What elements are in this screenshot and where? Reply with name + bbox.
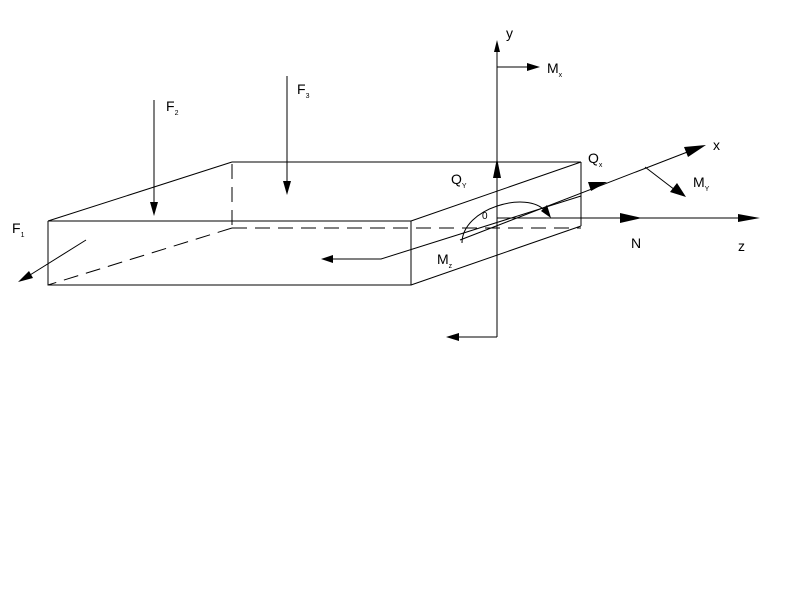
axis-x: x — [459, 137, 720, 241]
axis-y: y — [494, 25, 513, 337]
z-axis-arrowhead — [738, 214, 760, 222]
f1-label: F1 — [12, 220, 25, 239]
beam-front-face — [47, 220, 412, 286]
my-label: MY — [693, 174, 710, 193]
moment-my: MY — [644, 166, 710, 197]
bottom-reaction-arrowhead — [446, 333, 459, 341]
qy-label: QY — [451, 171, 467, 190]
load-f1: F1 — [12, 220, 87, 282]
force-qx: Qx — [588, 150, 607, 191]
x-axis-line — [459, 150, 691, 241]
moment-mx: Mx — [497, 60, 563, 79]
my-arrowhead — [670, 183, 686, 197]
inner-reaction-line — [333, 195, 582, 260]
beam-bottom-right-edge — [410, 225, 582, 286]
mx-arrowhead — [527, 63, 540, 71]
qx-label: Qx — [588, 150, 603, 169]
y-axis-label: y — [506, 25, 513, 41]
moment-mz: Mz — [437, 201, 551, 270]
n-label: N — [631, 235, 641, 251]
force-n: N — [620, 213, 642, 251]
f2-arrowhead — [150, 202, 158, 216]
f3-label: F3 — [297, 81, 310, 100]
x-axis-arrowhead — [684, 145, 706, 157]
beam-hidden-bottom-left-edge — [47, 227, 233, 286]
mz-arc — [461, 201, 546, 244]
reaction-arrow-bottom — [446, 333, 497, 341]
qx-arrowhead — [588, 182, 607, 191]
f3-arrowhead — [283, 181, 291, 195]
load-f3: F3 — [283, 76, 310, 195]
inner-reaction-arrowhead — [321, 255, 333, 263]
n-arrowhead — [620, 213, 642, 223]
reaction-arrow-inside-beam — [321, 195, 582, 263]
force-qy: QY — [451, 158, 501, 190]
beam-body — [47, 161, 582, 286]
x-axis-label: x — [713, 137, 720, 153]
f2-label: F2 — [166, 98, 179, 117]
load-f2: F2 — [150, 98, 179, 216]
origin-label: 0 — [482, 211, 488, 222]
f1-arrow-shaft — [29, 239, 87, 276]
mz-arrowhead — [541, 205, 551, 218]
f1-arrowhead — [18, 271, 33, 282]
z-axis-label: z — [738, 238, 745, 254]
my-arrow-shaft — [644, 166, 676, 191]
beam-top-back-left-edge — [47, 161, 233, 222]
mx-label: Mx — [547, 60, 563, 79]
qy-arrowhead — [493, 158, 501, 178]
beam-top-front-right-edge — [410, 161, 582, 222]
mz-label: Mz — [437, 251, 453, 270]
y-axis-arrowhead — [494, 40, 500, 52]
